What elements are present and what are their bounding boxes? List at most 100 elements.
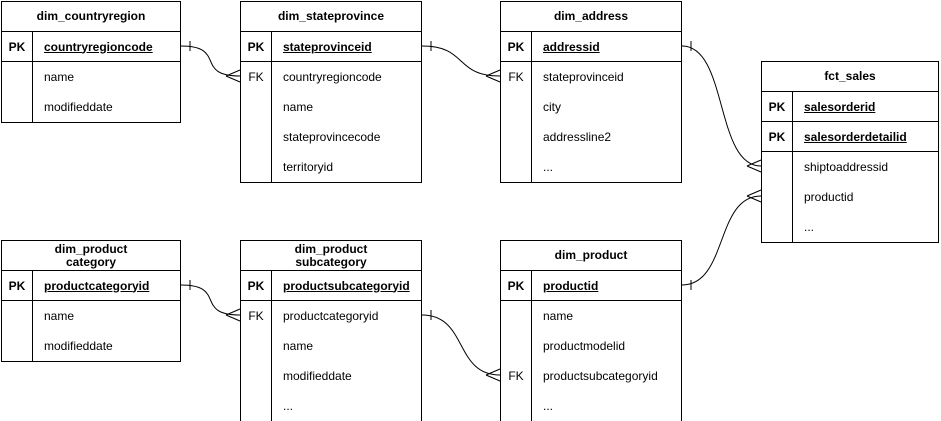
entity-row[interactable]: PK addressid — [501, 32, 681, 62]
field-name: productcategoryid — [44, 278, 150, 293]
key-label: PK — [768, 99, 786, 114]
entity-rows: PK countryregioncode name modifieddate — [2, 32, 180, 122]
entity-row[interactable]: ... — [501, 391, 681, 421]
entity-row[interactable]: productmodelid — [501, 331, 681, 361]
entity-row[interactable]: name — [501, 301, 681, 331]
entity-row[interactable]: modifieddate — [2, 92, 180, 122]
entity-row[interactable]: PK productsubcategoryid — [241, 271, 421, 301]
relationship-line[interactable] — [421, 45, 501, 77]
entity-row[interactable]: FK countryregioncode — [241, 62, 421, 92]
field-name: ... — [543, 399, 554, 413]
entity-row[interactable]: name — [241, 331, 421, 361]
entity-row[interactable]: modifieddate — [241, 361, 421, 391]
entity-row[interactable]: name — [2, 62, 180, 92]
relationship-dim_countryregion-to-dim_stateprovince[interactable] — [180, 41, 241, 83]
key-label: FK — [508, 369, 524, 383]
key-label: PK — [8, 39, 26, 54]
entity-row[interactable]: PK productcategoryid — [2, 271, 180, 301]
cardinality-many-crowsfoot — [746, 189, 762, 203]
entity-row[interactable]: modifieddate — [2, 331, 180, 361]
field-name: productmodelid — [543, 339, 626, 353]
field-name: name — [283, 339, 314, 353]
field-name: productid — [804, 190, 854, 204]
entity-row[interactable]: name — [241, 92, 421, 122]
key-label: PK — [247, 278, 265, 293]
field-name: productsubcategoryid — [283, 278, 410, 293]
field-name: productcategoryid — [283, 309, 379, 323]
key-label: PK — [8, 278, 26, 293]
field-name: addressid — [543, 39, 600, 54]
entity-row[interactable]: ... — [501, 152, 681, 182]
field-name: modifieddate — [283, 369, 352, 383]
key-label: FK — [248, 309, 264, 323]
field-name: stateprovincecode — [283, 130, 381, 144]
field-name: salesorderdetailid — [804, 129, 907, 144]
entity-title: dim_product subcategory — [241, 241, 421, 271]
entity-row[interactable]: name — [2, 301, 180, 331]
field-name: modifieddate — [44, 100, 113, 114]
entity-row[interactable]: shiptoaddressid — [762, 152, 938, 182]
entity-row[interactable]: city — [501, 92, 681, 122]
field-name: ... — [543, 160, 554, 174]
field-name: productsubcategoryid — [543, 369, 658, 383]
field-name: territoryid — [283, 160, 334, 174]
field-name: countryregioncode — [44, 39, 153, 54]
entity-row[interactable]: stateprovincecode — [241, 122, 421, 152]
relationship-dim_productcategory-to-dim_productsubcategory[interactable] — [180, 280, 241, 322]
field-name: ... — [804, 220, 815, 234]
entity-title: dim_countryregion — [2, 2, 180, 32]
entity-row[interactable]: productid — [762, 182, 938, 212]
relationship-dim_address-to-fct_sales[interactable] — [681, 41, 762, 173]
field-name: addressline2 — [543, 130, 612, 144]
field-name: salesorderid — [804, 99, 876, 114]
entity-row[interactable]: ... — [241, 391, 421, 421]
entity-row[interactable]: ... — [762, 212, 938, 242]
entity-title: dim_product — [501, 241, 681, 271]
field-name: ... — [283, 399, 294, 413]
entity-row[interactable]: PK salesorderdetailid — [762, 122, 938, 152]
relationship-dim_productsubcategory-to-dim_product[interactable] — [421, 310, 501, 382]
entity-row[interactable]: FK productcategoryid — [241, 301, 421, 331]
entity-title: fct_sales — [762, 62, 938, 92]
entity-title: dim_stateprovince — [241, 2, 421, 32]
entity-title: dim_address — [501, 2, 681, 32]
entity-row[interactable]: PK salesorderid — [762, 92, 938, 122]
entity-row[interactable]: addressline2 — [501, 122, 681, 152]
entity-row[interactable]: territoryid — [241, 152, 421, 182]
cardinality-many-crowsfoot — [485, 69, 501, 83]
field-name: productid — [543, 278, 599, 293]
cardinality-many-crowsfoot — [746, 159, 762, 173]
relationship-line[interactable] — [681, 195, 762, 286]
field-name: countryregioncode — [283, 70, 382, 84]
cardinality-many-crowsfoot — [225, 308, 241, 322]
field-name: name — [44, 70, 75, 84]
relationship-dim_product-to-fct_sales[interactable] — [681, 189, 762, 290]
field-name: name — [44, 309, 75, 323]
entity-row[interactable]: FK productsubcategoryid — [501, 361, 681, 391]
relationship-line[interactable] — [421, 314, 501, 376]
relationship-dim_stateprovince-to-dim_address[interactable] — [421, 41, 501, 83]
field-name: modifieddate — [44, 339, 113, 353]
key-label: FK — [248, 70, 264, 84]
key-label: PK — [768, 129, 786, 144]
relationship-line[interactable] — [681, 45, 762, 167]
entity-row[interactable]: PK countryregioncode — [2, 32, 180, 62]
key-label: PK — [507, 39, 525, 54]
